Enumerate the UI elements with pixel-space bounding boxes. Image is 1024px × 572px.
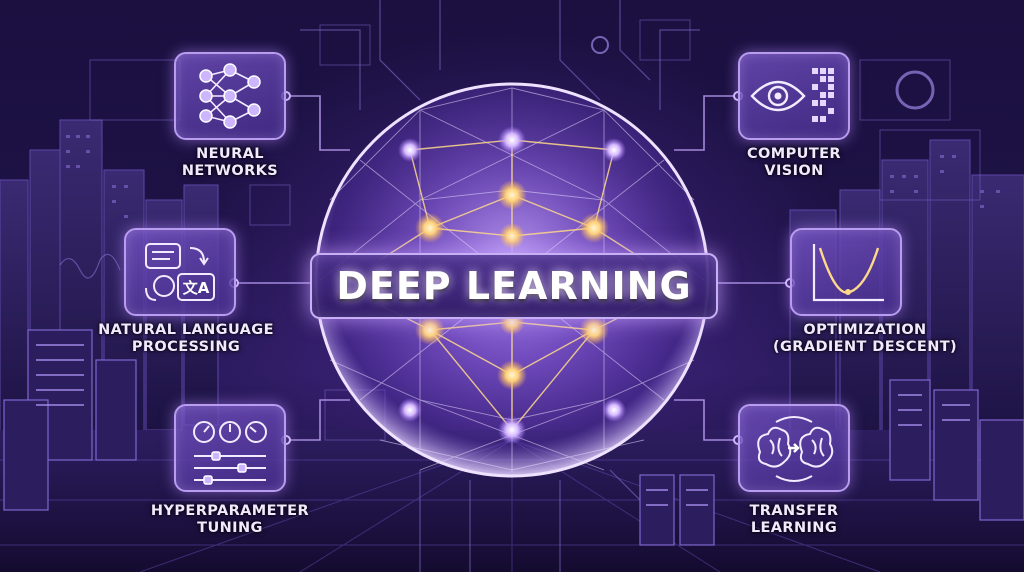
building-windows [66,135,1000,218]
nlp-line-1: NATURAL LANGUAGE [98,322,274,338]
transfer-learning-card [738,404,850,492]
transfer-learning-line-2: LEARNING [750,520,838,536]
translation-icon: 文A [145,243,215,301]
gold-nodes [415,180,609,390]
neural-network-icon [199,63,261,129]
computer-vision-card [738,52,850,140]
nlp-label: NATURAL LANGUAGE PROCESSING [86,322,286,356]
title-text: DEEP LEARNING [336,264,692,308]
optimization-label: OPTIMIZATION (GRADIENT DESCENT) [770,322,960,356]
hyperparameter-tuning-card [174,404,286,492]
neural-networks-card [174,52,286,140]
hud-panels [89,19,981,441]
eye-icon [750,68,834,122]
card-connectors [234,95,790,441]
optimization-line-2: (GRADIENT DESCENT) [772,339,958,355]
gauges-sliders-icon [193,421,267,485]
rack-lights [36,344,970,506]
hyperparameter-tuning-label: HYPERPARAMETER TUNING [140,503,320,537]
transfer-learning-label: TRANSFER LEARNING [734,503,854,537]
violet-nodes [398,126,626,444]
optimization-card [790,228,902,316]
server-racks [3,329,1024,546]
hyperparameter-tuning-line-2: TUNING [197,520,263,536]
neural-networks-line-2: NETWORKS [181,163,279,179]
curve-chart-icon [812,244,884,302]
hud-ring-small [591,36,609,54]
optimization-line-1: OPTIMIZATION [803,322,927,338]
computer-vision-line-1: COMPUTER [747,146,841,162]
svg-text:文A: 文A [183,279,210,297]
computer-vision-line-2: VISION [764,163,824,179]
neural-networks-line-1: NEURAL [196,146,264,162]
neural-networks-label: NEURAL NETWORKS [170,146,290,180]
nlp-line-2: PROCESSING [131,339,241,355]
nlp-card: 文A [124,228,236,316]
computer-vision-label: COMPUTER VISION [734,146,854,180]
title-banner: DEEP LEARNING [310,253,718,319]
hyperparameter-tuning-line-1: HYPERPARAMETER [150,503,310,519]
circuit-traces [59,0,700,572]
transfer-learning-line-1: TRANSFER [749,503,839,519]
hud-ring [895,70,935,110]
brain-transfer-icon [757,416,834,482]
